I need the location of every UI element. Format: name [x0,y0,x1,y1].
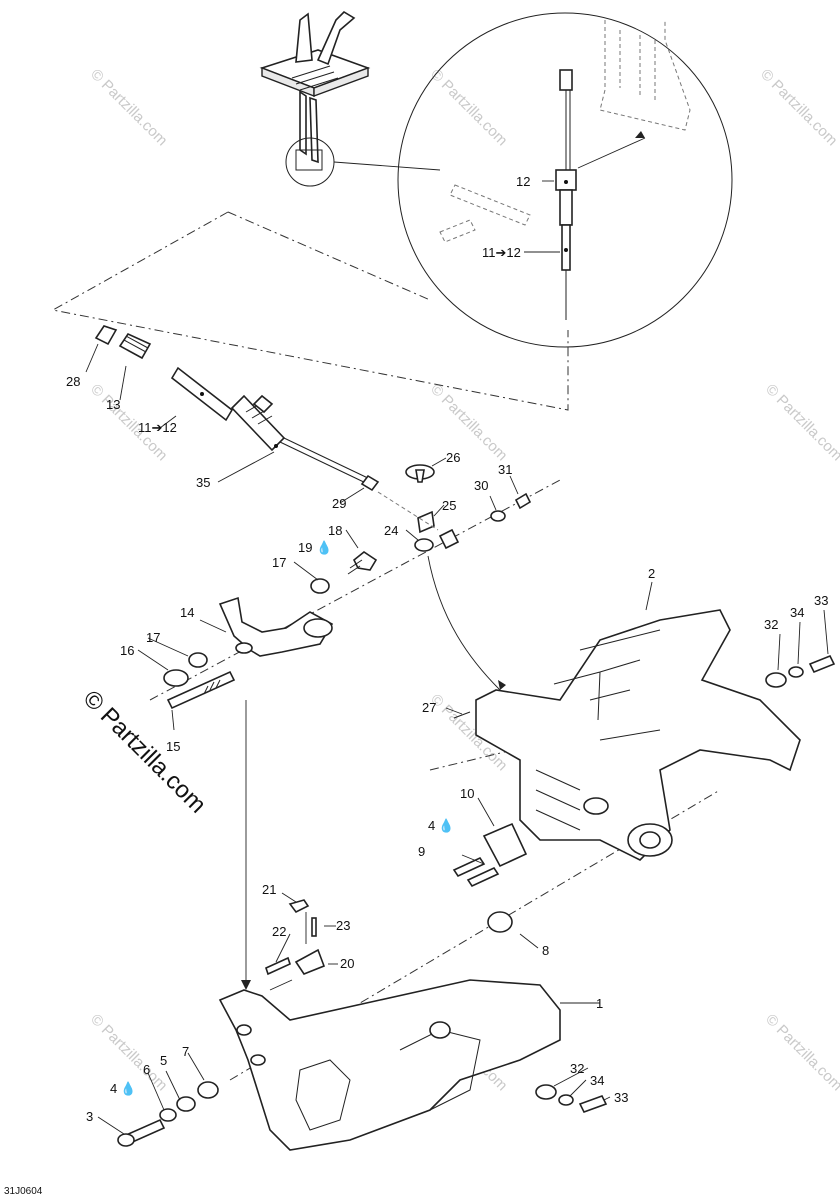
callout-35: 35 [196,475,210,490]
callout-17b: 17 [146,630,160,645]
leader-lines [85,180,829,1135]
drop-icon: 💧 [120,1081,136,1096]
callout-32-bottom: 32 [570,1061,584,1076]
callout-11-12-detail: 11➔12 [482,245,521,260]
callout-12: 12 [516,174,530,189]
latch-parts [265,899,326,976]
callouts: 1 2 3 4 💧 4 💧 5 6 7 8 9 10 11➔12 11➔12 1… [66,174,828,1124]
bracket-part-2 [453,609,801,861]
watermark-main: © Partzilla.com [78,685,211,818]
callout-33-top: 33 [814,593,828,608]
callout-26: 26 [446,450,460,465]
callout-33-bottom: 33 [614,1090,628,1105]
callout-19: 19 [298,540,312,555]
callout-17a: 17 [272,555,286,570]
callout-16: 16 [120,643,134,658]
callout-5: 5 [160,1053,167,1068]
callout-11-12-cable: 11➔12 [138,420,177,435]
callout-32-top: 32 [764,617,778,632]
watermark: © Partzilla.com [87,66,170,149]
callout-1: 1 [596,996,603,1011]
callout-30: 30 [474,478,488,493]
callout-7: 7 [182,1044,189,1059]
drawing-code: 31J0604 [4,1186,43,1197]
lower-hardware [117,654,836,1147]
callout-21: 21 [262,882,276,897]
callout-25: 25 [442,498,456,513]
callout-34-top: 34 [790,605,804,620]
watermark: © Partzilla.com [762,381,840,464]
plate-and-screws [452,822,528,888]
callout-29: 29 [332,496,346,511]
callout-20: 20 [340,956,354,971]
callout-31: 31 [498,462,512,477]
callout-13: 13 [106,397,120,412]
callout-3: 3 [86,1109,93,1124]
bushing-8 [487,911,513,933]
callout-4a: 4 [428,818,435,833]
callout-9: 9 [418,844,425,859]
callout-34-bottom: 34 [590,1073,604,1088]
cable-assembly [94,325,380,492]
drop-icon: 💧 [316,540,332,555]
callout-15: 15 [166,739,180,754]
watermark: © Partzilla.com [427,381,510,464]
callout-18: 18 [328,523,342,538]
watermark: © Partzilla.com [757,66,840,149]
assembly-arrows [241,555,506,991]
shift-bracket-parts [163,551,378,710]
watermark: © Partzilla.com [427,66,510,149]
callout-28: 28 [66,374,80,389]
small-hardware [377,464,532,552]
housing-part-1 [218,979,561,1151]
callout-6: 6 [143,1062,150,1077]
callout-22: 22 [272,924,286,939]
detail-view [397,12,733,348]
callout-2: 2 [648,566,655,581]
callout-4b: 4 [110,1081,117,1096]
callout-24: 24 [384,523,398,538]
callout-27: 27 [422,700,436,715]
callout-8: 8 [542,943,549,958]
callout-10: 10 [460,786,474,801]
watermarks: © Partzilla.com © Partzilla.com © Partzi… [78,66,840,1094]
watermark: © Partzilla.com [762,1011,840,1094]
shifter-assembly [259,10,441,187]
callout-23: 23 [336,918,350,933]
drop-icon: 💧 [438,818,454,833]
callout-14: 14 [180,605,194,620]
